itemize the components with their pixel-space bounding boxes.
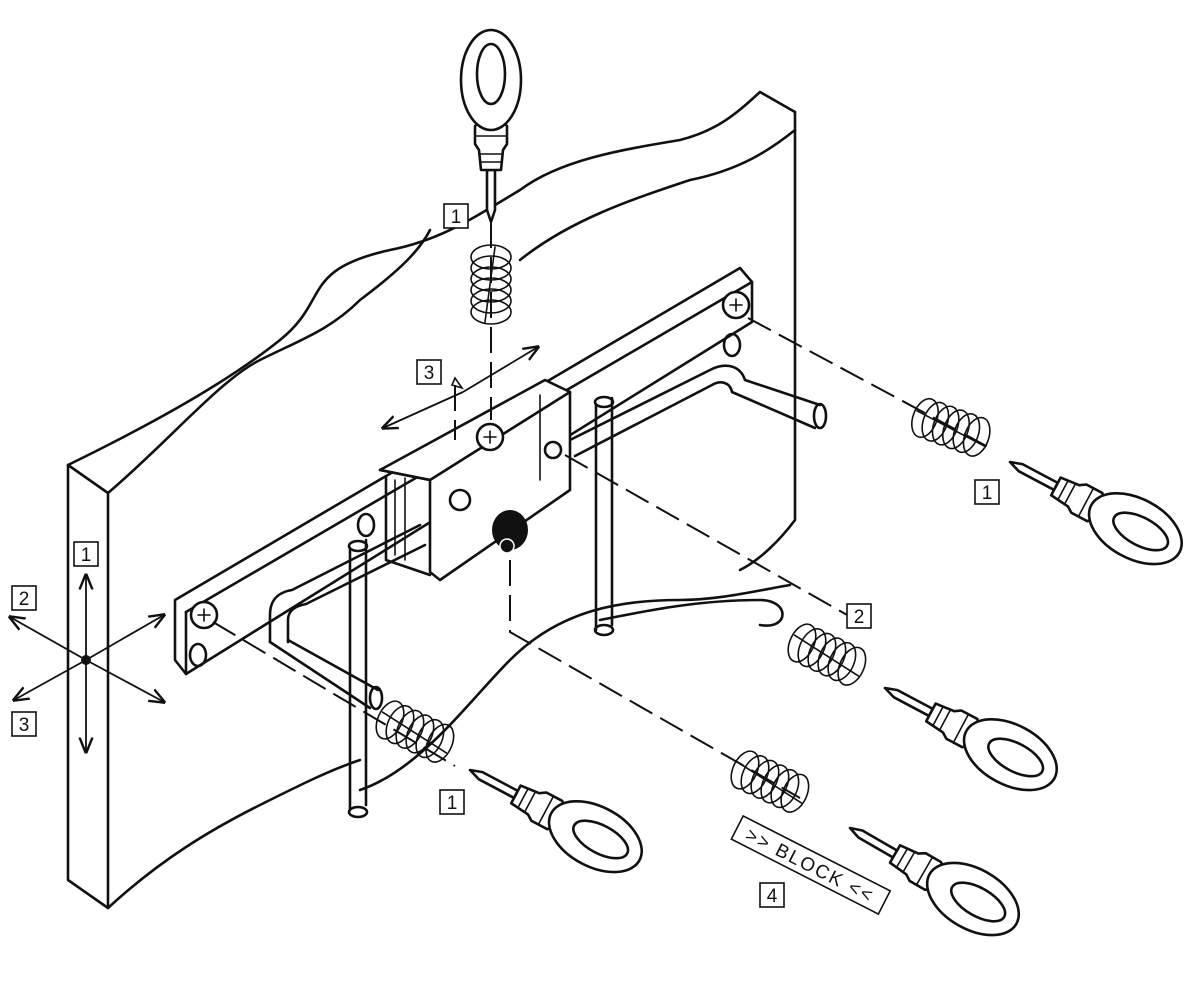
svg-text:3: 3 xyxy=(19,715,30,736)
callout-bottom-1: 1 xyxy=(439,789,465,815)
plug-middle xyxy=(781,619,872,691)
callout-right-2: 2 xyxy=(846,603,872,629)
bar-screw-left xyxy=(188,600,219,668)
callout-left-2: 2 xyxy=(11,585,37,611)
bar-screw-right xyxy=(356,290,751,538)
alignment-lines xyxy=(212,222,991,799)
guide-rods xyxy=(268,364,828,819)
movement-arrows-left xyxy=(10,575,164,752)
svg-text:4: 4 xyxy=(767,886,778,907)
callout-bottom-4: 4 xyxy=(759,882,785,908)
screwdriver-middle xyxy=(869,660,1070,806)
screwdriver-bottom xyxy=(833,800,1033,952)
svg-text:1: 1 xyxy=(451,207,462,228)
callout-left-1: 1 xyxy=(73,541,99,567)
screwdriver-left xyxy=(454,742,655,888)
callout-right-1: 1 xyxy=(974,479,1000,505)
wall-panel xyxy=(66,90,797,910)
callout-left-3: 3 xyxy=(11,711,37,737)
callout-top-3: 3 xyxy=(416,359,442,385)
svg-text:2: 2 xyxy=(19,589,30,610)
movement-arrows-top xyxy=(383,347,538,428)
callout-top-1: 1 xyxy=(443,203,469,229)
svg-text:1: 1 xyxy=(447,793,458,814)
svg-text:1: 1 xyxy=(81,545,92,566)
central-lock-block xyxy=(378,378,572,582)
svg-text:1: 1 xyxy=(982,483,993,504)
svg-text:3: 3 xyxy=(424,363,435,384)
screwdriver-top xyxy=(459,28,523,224)
plug-left xyxy=(369,696,460,768)
screwdriver-right xyxy=(994,434,1195,580)
svg-text:2: 2 xyxy=(854,607,865,628)
block-tag: >> BLOCK << xyxy=(730,814,892,916)
